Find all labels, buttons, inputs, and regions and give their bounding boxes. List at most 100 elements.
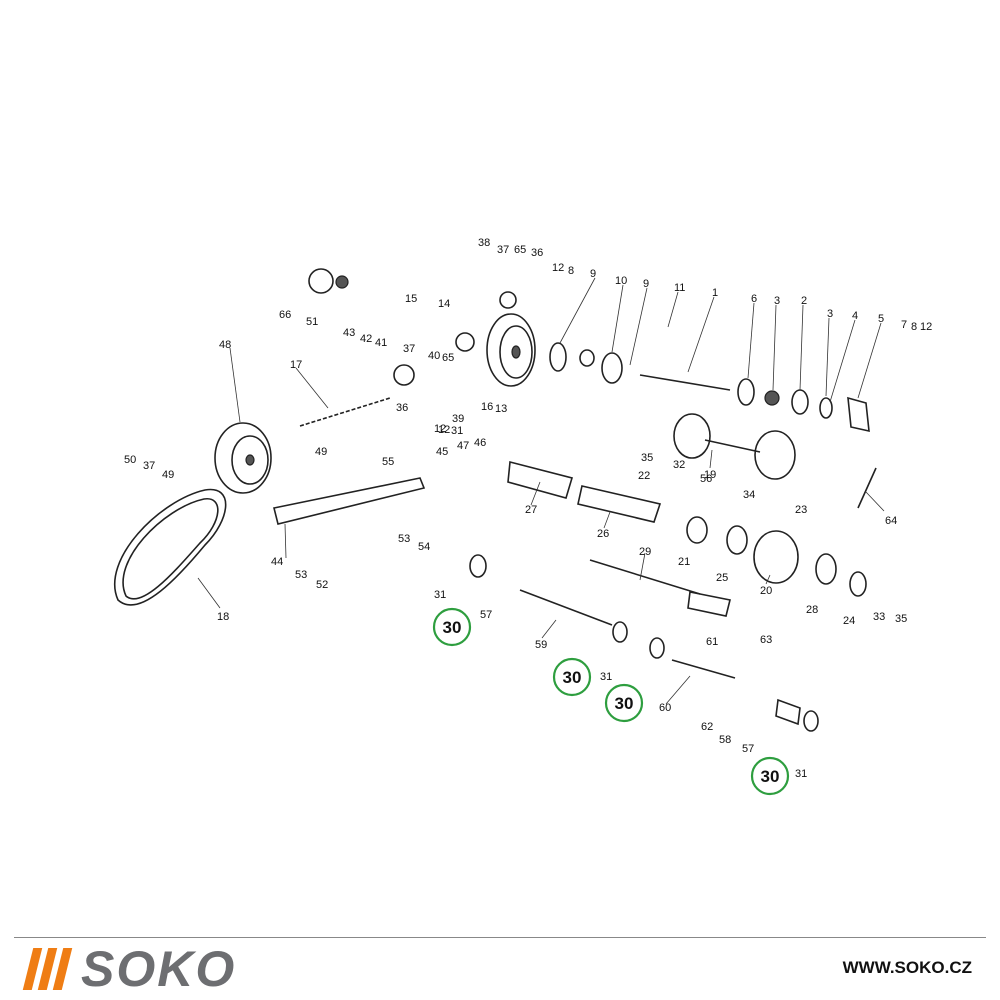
part-label: 26	[597, 528, 609, 540]
part-label: 37	[143, 460, 155, 472]
part-label: 48	[219, 339, 231, 351]
part-label: 27	[525, 504, 537, 516]
part-label: 23	[795, 504, 807, 516]
leader-lines	[197, 277, 885, 705]
part-label: 34	[743, 489, 755, 501]
part-label: 53	[295, 569, 307, 581]
part-label: 65	[514, 244, 526, 256]
part-label: 14	[438, 298, 450, 310]
part-label: 31	[600, 671, 612, 683]
part-label: 31	[451, 425, 463, 437]
part-label: 6	[751, 293, 757, 305]
exploded-parts-diagram: 1 2 3 3 4 5 6 7 8 8 9 9 10 11 12 12 12 1…	[113, 237, 932, 796]
part-label: 61	[706, 636, 718, 648]
part-label: 38	[478, 237, 490, 249]
part-label: 37	[497, 244, 509, 256]
highlighted-parts: 30 30 30 30	[432, 607, 790, 796]
part-label: 51	[306, 316, 318, 328]
part-label: 33	[873, 611, 885, 623]
part-label: 49	[315, 446, 327, 458]
svg-text:30: 30	[761, 767, 780, 786]
part-label: 21	[678, 556, 690, 568]
part-label: 5	[878, 313, 884, 325]
part-label: 37	[403, 343, 415, 355]
part-label: 59	[535, 639, 547, 651]
part-label: 9	[590, 268, 596, 280]
highlight-marker[interactable]: 30	[604, 683, 644, 723]
part-label: 35	[895, 613, 907, 625]
part-label: 3	[827, 308, 833, 320]
part-label: 39	[452, 413, 464, 425]
part-label: 44	[271, 556, 283, 568]
part-label: 9	[643, 278, 649, 290]
part-label: 19	[704, 469, 716, 481]
part-label: 12	[438, 424, 450, 436]
part-label: 11	[674, 282, 685, 294]
part-label: 46	[474, 437, 486, 449]
svg-text:30: 30	[443, 618, 462, 637]
part-label: 24	[843, 615, 855, 627]
part-label: 64	[885, 515, 897, 527]
part-label: 8	[568, 265, 574, 277]
part-label: 56	[700, 473, 712, 485]
part-label: 13	[495, 403, 507, 415]
part-label: 12	[920, 321, 932, 333]
part-label: 32	[673, 459, 685, 471]
part-label: 36	[396, 402, 408, 414]
highlight-marker[interactable]: 30	[750, 756, 790, 796]
part-label: 18	[217, 611, 229, 623]
part-label: 45	[436, 446, 448, 458]
part-label: 25	[716, 572, 728, 584]
part-label: 66	[279, 309, 291, 321]
logo-stripes-icon	[22, 948, 73, 990]
part-label: 31	[434, 589, 446, 601]
part-label: 2	[801, 295, 807, 307]
brand-name: SOKO	[81, 941, 237, 997]
part-label: 29	[639, 546, 651, 558]
part-label: 1	[712, 287, 718, 299]
part-label: 17	[290, 359, 302, 371]
part-label: 57	[480, 609, 492, 621]
part-label: 22	[638, 470, 650, 482]
part-label: 60	[659, 702, 671, 714]
part-label: 28	[806, 604, 818, 616]
part-label: 62	[701, 721, 713, 733]
part-label: 52	[316, 579, 328, 591]
part-label: 20	[760, 585, 772, 597]
brand-logo[interactable]: SOKO	[22, 941, 237, 997]
part-label: 50	[124, 454, 136, 466]
part-label: 43	[343, 327, 355, 339]
part-label: 40	[428, 350, 440, 362]
footer-divider	[14, 937, 986, 938]
part-label: 63	[760, 634, 772, 646]
part-label: 35	[641, 452, 653, 464]
part-label: 54	[418, 541, 430, 553]
part-label: 42	[360, 333, 372, 345]
part-label: 12	[552, 262, 564, 274]
highlight-marker[interactable]: 30	[432, 607, 472, 647]
part-label: 49	[162, 469, 174, 481]
part-label: 41	[375, 337, 387, 349]
part-label: 55	[382, 456, 394, 468]
part-label: 4	[852, 310, 858, 322]
part-label: 65	[442, 352, 454, 364]
part-label: 53	[398, 533, 410, 545]
part-label: 31	[795, 768, 807, 780]
part-label: 16	[481, 401, 493, 413]
part-label: 7	[901, 319, 907, 331]
highlight-marker[interactable]: 30	[552, 657, 592, 697]
part-label: 47	[457, 440, 469, 452]
svg-text:30: 30	[615, 694, 634, 713]
part-label: 8	[911, 321, 917, 333]
part-label: 12	[434, 423, 446, 435]
part-label: 15	[405, 293, 417, 305]
part-labels: 1 2 3 3 4 5 6 7 8 8 9 9 10 11 12 12 12 1…	[124, 237, 932, 780]
part-label: 10	[615, 275, 627, 287]
svg-text:30: 30	[563, 668, 582, 687]
part-label: 58	[719, 734, 731, 746]
part-label: 3	[774, 295, 780, 307]
part-label: 57	[742, 743, 754, 755]
part-label: 36	[531, 247, 543, 259]
parts-drawing	[113, 268, 877, 732]
website-link[interactable]: WWW.SOKO.CZ	[842, 958, 972, 977]
